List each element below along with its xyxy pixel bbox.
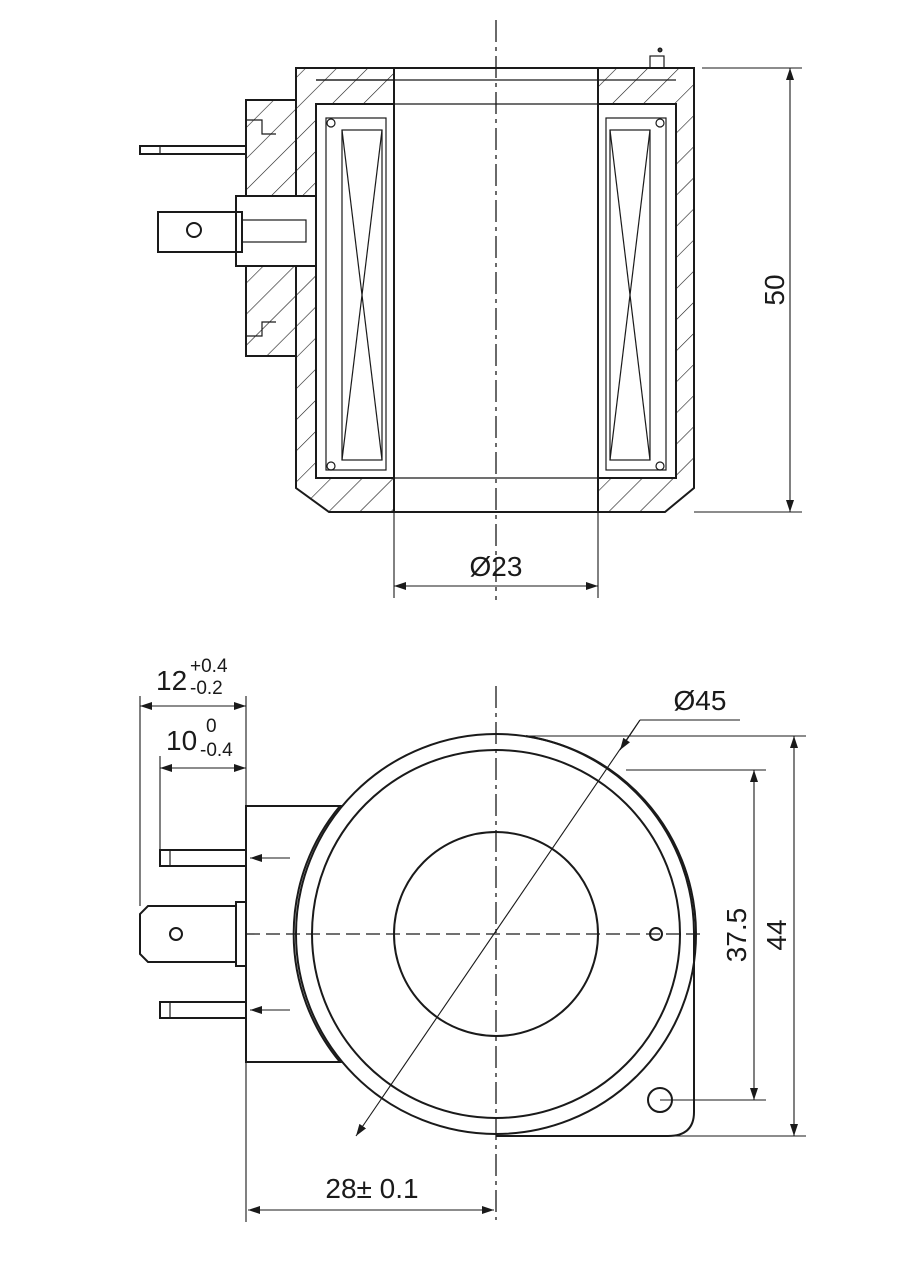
dim-outer-45: Ø45 <box>355 685 740 1137</box>
dim-label-37-5: 37.5 <box>721 908 752 963</box>
flange-outline <box>496 735 695 1137</box>
coil-left <box>325 117 387 471</box>
dim-label-28: 28± 0.1 <box>325 1173 418 1204</box>
connector-section <box>139 99 317 357</box>
dim-height-50: 50 <box>694 67 802 513</box>
dim-terminal-12: 12 +0.4 -0.2 <box>139 656 247 906</box>
dim-height-44: 44 <box>526 735 806 1137</box>
dim-tol-10-lower: -0.4 <box>200 740 233 761</box>
plan-view: Ø45 12 +0.4 -0.2 10 0 -0.4 37.5 <box>139 656 806 1222</box>
dim-label-12: 12 <box>156 665 187 696</box>
dim-label-45: Ø45 <box>674 685 727 716</box>
housing-outline <box>295 67 695 513</box>
dim-label-10: 10 <box>166 725 197 756</box>
top-tab <box>649 55 665 69</box>
dim-offset-28: 28± 0.1 <box>245 1062 494 1222</box>
dim-height-37-5: 37.5 <box>626 769 766 1101</box>
dim-tol-10-upper: 0 <box>206 716 217 737</box>
dim-tol-12-upper: +0.4 <box>190 656 228 677</box>
dim-label-50: 50 <box>759 274 790 305</box>
coil-right <box>605 117 667 471</box>
dim-bore-23: Ø23 <box>393 512 599 598</box>
section-view: 50 Ø23 <box>139 20 802 600</box>
connector-plan <box>139 805 343 1063</box>
dim-tol-12-lower: -0.2 <box>190 678 223 699</box>
dim-label-44: 44 <box>761 919 792 950</box>
dim-terminal-10: 10 0 -0.4 <box>159 716 246 850</box>
dim-label-23: Ø23 <box>470 551 523 582</box>
